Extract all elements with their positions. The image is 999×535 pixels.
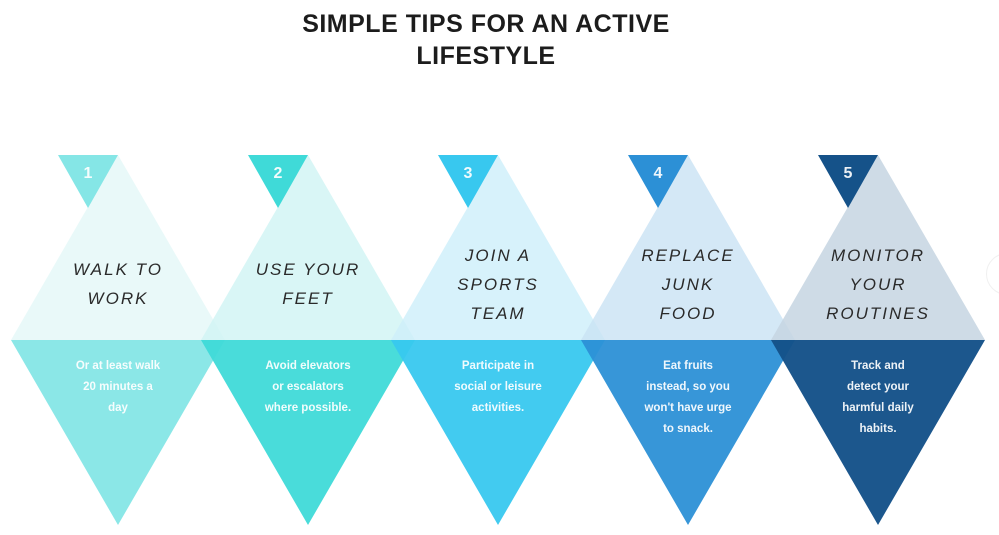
description-line: where possible. bbox=[264, 402, 352, 414]
tip-2: 2 USE YOUR FEET Avoid elevators or escal… bbox=[201, 0, 415, 535]
description-line: to snack. bbox=[663, 423, 713, 435]
upper-triangle bbox=[201, 155, 415, 340]
heading-line: WALK TO bbox=[73, 260, 163, 279]
tip-heading: JOIN A SPORTS TEAM bbox=[418, 241, 578, 328]
tip-description: Track and detect your harmful daily habi… bbox=[808, 356, 948, 440]
tip-description: Participate in social or leisure activit… bbox=[428, 356, 568, 419]
description-line: or escalators bbox=[272, 381, 344, 393]
heading-line: USE YOUR bbox=[255, 260, 361, 279]
number-triangle bbox=[438, 155, 498, 208]
heading-line: REPLACE bbox=[641, 246, 735, 265]
number-triangle bbox=[818, 155, 878, 208]
tip-number: 5 bbox=[843, 165, 853, 182]
upper-triangle bbox=[771, 155, 985, 340]
upper-triangle bbox=[11, 155, 225, 340]
tip-3: 3 JOIN A SPORTS TEAM Participate in soci… bbox=[391, 0, 605, 535]
tip-number: 4 bbox=[653, 165, 663, 182]
heading-line: SPORTS bbox=[457, 275, 539, 294]
heading-line: FOOD bbox=[659, 304, 717, 323]
description-line: Avoid elevators bbox=[265, 360, 351, 372]
title-line-1: SIMPLE TIPS FOR AN ACTIVE bbox=[302, 10, 670, 38]
diamond-shape bbox=[581, 155, 795, 525]
heading-line: YOUR bbox=[849, 275, 907, 294]
tip-number: 3 bbox=[463, 165, 473, 182]
description-line: Eat fruits bbox=[663, 360, 713, 372]
description-line: harmful daily bbox=[842, 402, 914, 414]
tip-description: Eat fruits instead, so you won't have ur… bbox=[618, 356, 758, 440]
tip-description: Or at least walk 20 minutes a day bbox=[48, 356, 188, 419]
lower-triangle bbox=[771, 340, 985, 525]
tip-description: Avoid elevators or escalators where poss… bbox=[238, 356, 378, 419]
title-line-2: LIFESTYLE bbox=[416, 42, 556, 70]
lower-triangle bbox=[201, 340, 415, 525]
description-line: instead, so you bbox=[646, 381, 730, 393]
number-triangle bbox=[58, 155, 118, 208]
heading-line: TEAM bbox=[470, 304, 526, 323]
lower-triangle bbox=[581, 340, 795, 525]
tip-heading: USE YOUR FEET bbox=[228, 255, 388, 313]
heading-line: MONITOR bbox=[831, 246, 925, 265]
heading-line: FEET bbox=[282, 289, 334, 308]
tip-number: 1 bbox=[83, 165, 93, 182]
tip-1: 1 WALK TO WORK Or at least walk 20 minut… bbox=[11, 0, 225, 535]
diamond-shape bbox=[201, 155, 415, 525]
description-line: Or at least walk bbox=[75, 360, 161, 372]
description-line: habits. bbox=[859, 423, 897, 435]
infographic-title: SIMPLE TIPS FOR AN ACTIVE LIFESTYLE bbox=[0, 8, 972, 72]
decorative-arc bbox=[986, 253, 999, 295]
description-line: Participate in bbox=[461, 360, 535, 372]
number-triangle bbox=[248, 155, 308, 208]
lower-triangle bbox=[11, 340, 225, 525]
lower-triangle bbox=[391, 340, 605, 525]
upper-triangle bbox=[391, 155, 605, 340]
tip-heading: REPLACE JUNK FOOD bbox=[608, 241, 768, 328]
description-line: Track and bbox=[851, 360, 905, 372]
heading-line: JUNK bbox=[661, 275, 715, 294]
diamond-shape bbox=[771, 155, 985, 525]
number-triangle bbox=[628, 155, 688, 208]
tip-heading: MONITOR YOUR ROUTINES bbox=[798, 241, 958, 328]
description-line: activities. bbox=[471, 402, 525, 414]
description-line: 20 minutes a bbox=[83, 381, 153, 393]
tip-4: 4 REPLACE JUNK FOOD Eat fruits instead, … bbox=[581, 0, 795, 535]
diamond-shape bbox=[391, 155, 605, 525]
description-line: day bbox=[108, 402, 128, 414]
heading-line: JOIN A bbox=[464, 246, 532, 265]
diamond-shape bbox=[11, 155, 225, 525]
tip-number: 2 bbox=[273, 165, 283, 182]
description-line: social or leisure bbox=[454, 381, 542, 393]
tip-5: 5 MONITOR YOUR ROUTINES Track and detect… bbox=[771, 0, 985, 535]
heading-line: WORK bbox=[87, 289, 149, 308]
heading-line: ROUTINES bbox=[826, 304, 930, 323]
description-line: won't have urge bbox=[644, 402, 732, 414]
description-line: detect your bbox=[847, 381, 909, 393]
tip-heading: WALK TO WORK bbox=[38, 255, 198, 313]
upper-triangle bbox=[581, 155, 795, 340]
